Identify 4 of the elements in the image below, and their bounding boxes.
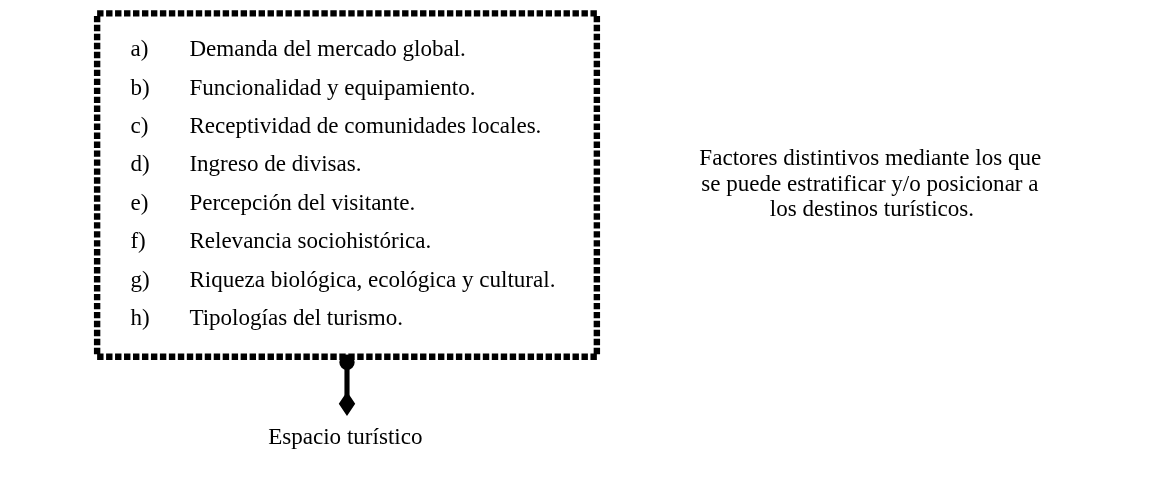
node-box: a) Demanda del mercado global. b) Funcionalidad y equipamiento. c) Receptividad de comunidades locales. d) Ingreso de divisas. e) Percepción del visitante. f) Relevancia sociohistórica. g) Riqueza biológica, ecológica y cultural. h) Tipologías del turismo.	[93, 10, 600, 360]
connector	[338, 354, 355, 417]
label: Factores distintivos mediante los que se puede estratificar y/o posicionar a los destinos turísticos.	[698, 144, 1041, 222]
node-text: Espacio turístico	[267, 423, 422, 450]
